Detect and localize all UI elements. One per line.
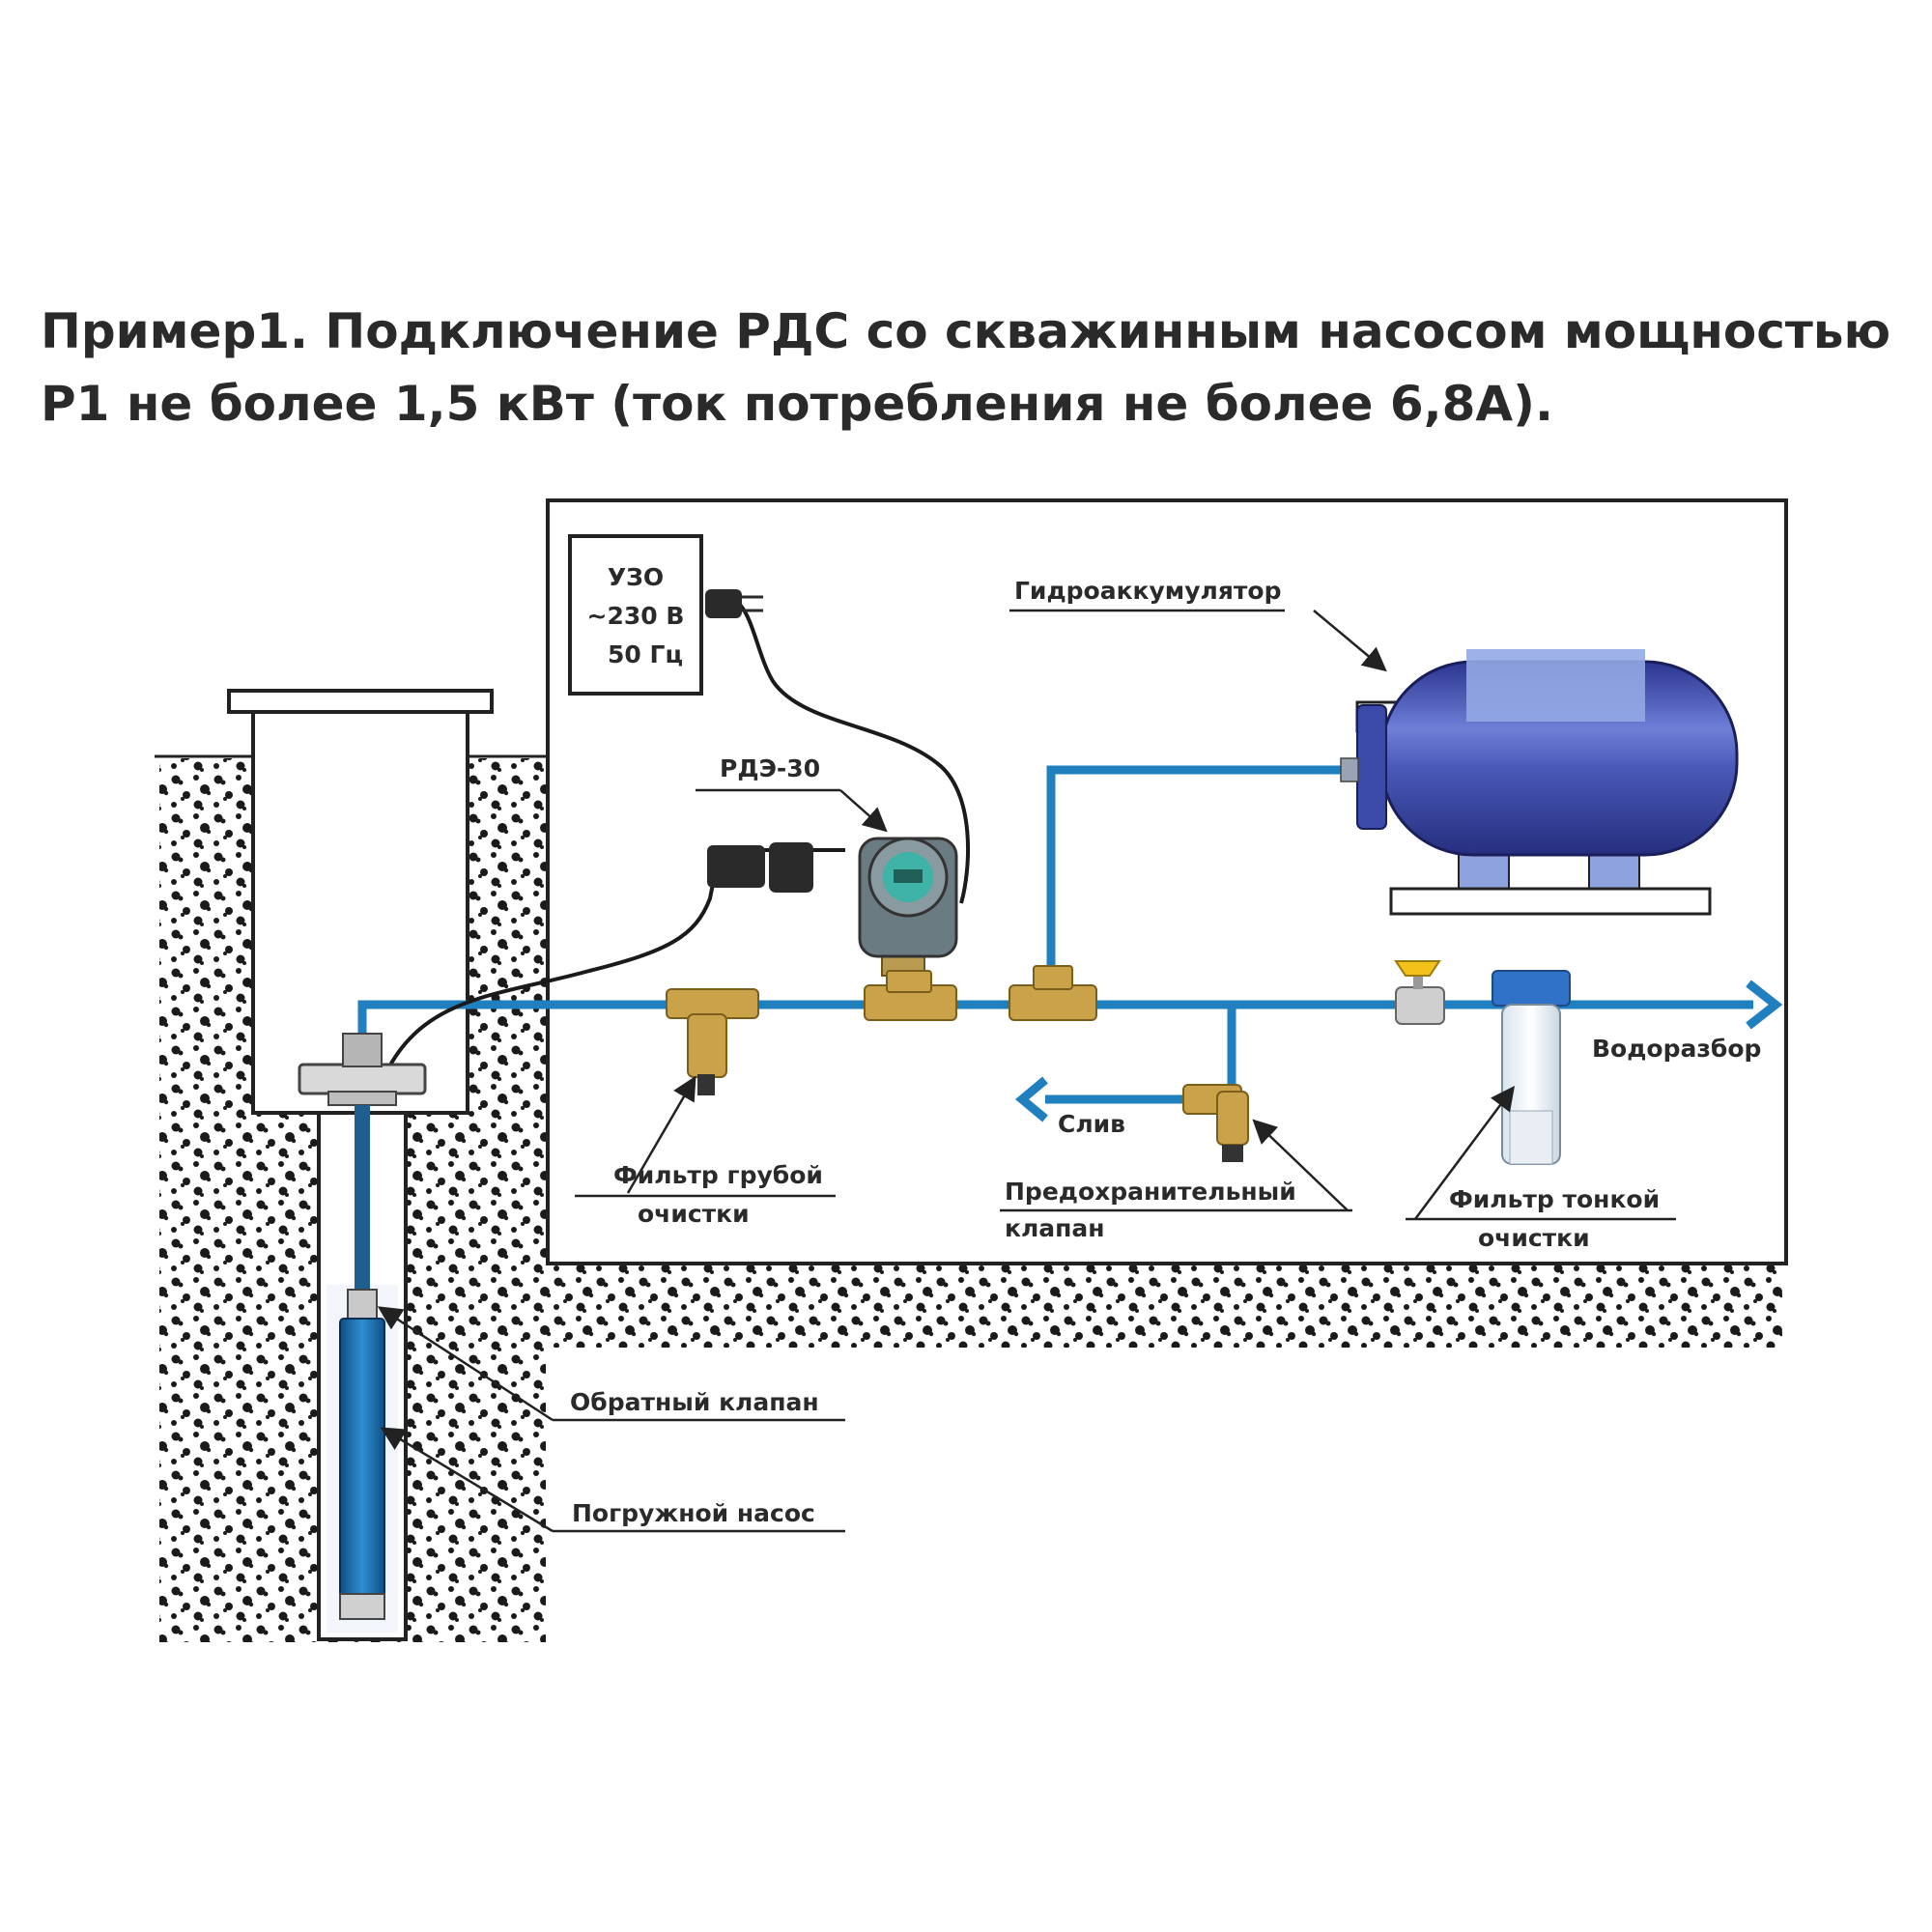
title-line-1: Пример1. Подключение РДС со скважинным н… [41,303,1890,359]
check-valve-label: Обратный клапан [570,1388,819,1416]
label-submersible-pump: Погружной насос [380,1427,845,1533]
accumulator-tank [1340,649,1739,916]
label-accumulator: Гидроаккумулятор [1009,577,1387,672]
uzo-box: УЗО ~230 В 50 Гц [568,534,703,696]
label-coarse-filter: Фильтр грубой очистки [575,1075,836,1228]
drain-label: Слив [1058,1110,1125,1138]
label-fine-filter: Фильтр тонкой очистки [1406,1085,1676,1252]
coarse-filter-label-2: очистки [638,1200,750,1228]
coarse-filter [666,988,759,1095]
fine-filter-label-1: Фильтр тонкой [1449,1185,1660,1213]
accumulator-label: Гидроаккумулятор [1014,577,1281,605]
fine-filter [1492,970,1571,1165]
tee-fitting-2 [1009,965,1097,1021]
title-line-2: Р1 не более 1,5 кВт (ток потребления не … [41,376,1553,432]
water-outlet-label: Водоразбор [1592,1035,1761,1063]
drain-arrow [1014,1076,1048,1122]
pressure-switch-rde30 [858,837,958,977]
uzo-line-1: УЗО [608,563,664,591]
safety-valve-label-1: Предохранительный [1005,1178,1296,1206]
submersible-pump-label: Погружной насос [572,1499,815,1527]
safety-valve [1182,1084,1249,1162]
well-head [298,1033,427,1106]
outlet-arrow [1746,980,1783,1030]
submersible-pump [339,1318,385,1620]
label-rde30: РДЭ-30 [696,754,888,833]
uzo-line-3: 50 Гц [608,640,683,668]
fine-filter-label-2: очистки [1478,1224,1590,1252]
label-safety-valve: Предохранительный клапан [1000,1119,1352,1242]
socket-plug-icon [707,842,813,893]
rde30-label: РДЭ-30 [720,754,820,782]
coarse-filter-label-1: Фильтр грубой [613,1161,823,1189]
ball-valve [1394,960,1445,1025]
label-water-outlet: Водоразбор [1592,1035,1761,1063]
tee-fitting-1 [864,970,957,1021]
plug-icon [705,589,763,618]
label-check-valve: Обратный клапан [377,1306,845,1422]
uzo-line-2: ~230 В [587,602,685,630]
check-valve [347,1289,378,1320]
safety-valve-label-2: клапан [1005,1214,1105,1242]
label-drain: Слив [1058,1110,1125,1138]
